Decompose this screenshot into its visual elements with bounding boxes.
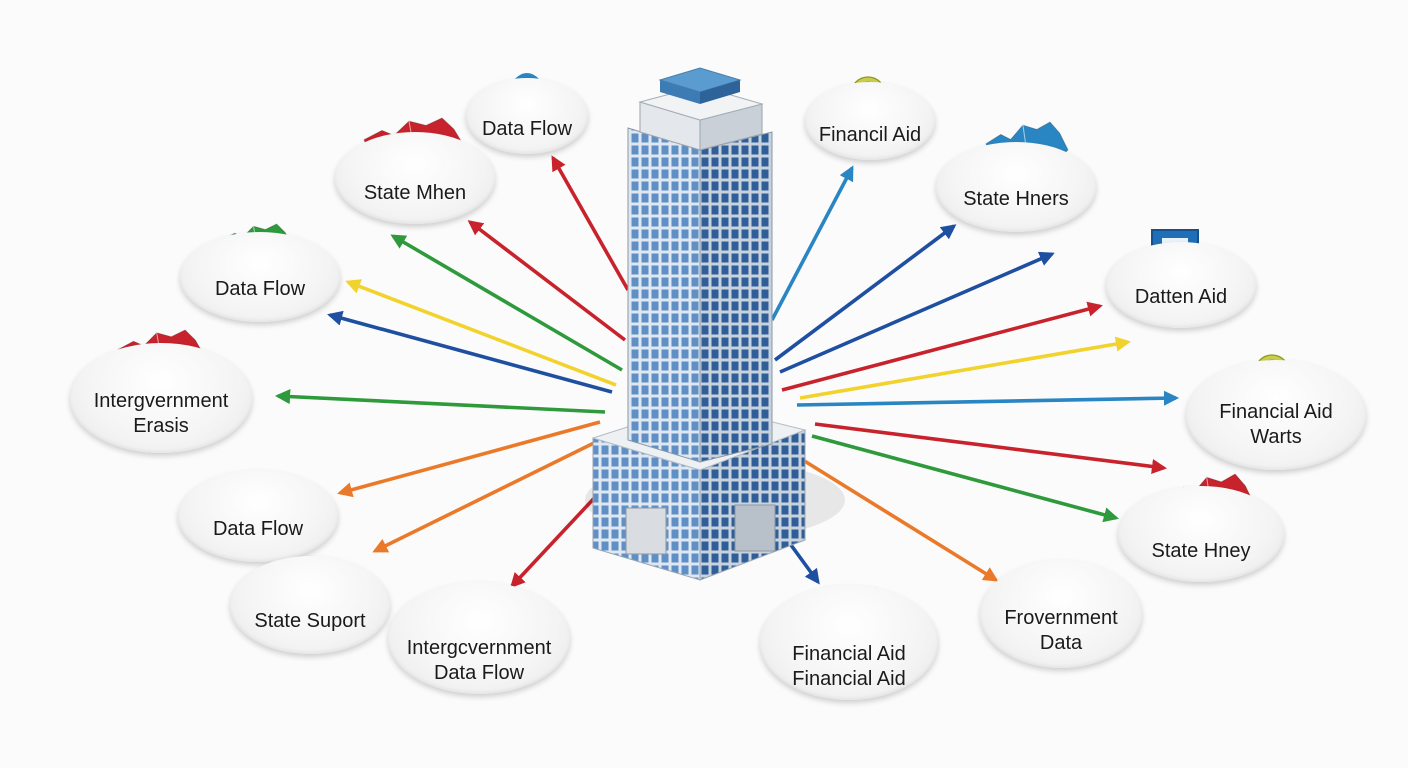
arrow-blue-16 — [779, 251, 1055, 374]
node-financil-aid-top: Financil Aid — [805, 82, 935, 160]
arrow-green-11 — [811, 434, 1119, 523]
arrow-red-12 — [814, 422, 1168, 474]
node-label: Intergvernment — [93, 390, 229, 412]
node-label: Data Flow — [212, 518, 304, 540]
node-label: Financial Aid — [1219, 401, 1333, 423]
node-data-flow-left: Data Flow — [180, 232, 340, 322]
arrow-orange-10 — [789, 450, 999, 582]
node-data-flow-top: Data Flow — [466, 78, 588, 154]
node-provernment-data: Frovernment Data — [980, 560, 1142, 668]
node-financial-aid-warts: Financial Aid Warts — [1186, 360, 1366, 470]
node-intergovernment-erasis: Intergvernment Erasis — [70, 343, 252, 453]
node-label: State Hney — [1151, 540, 1251, 562]
arrow-lightblue-13 — [796, 390, 1180, 407]
node-label: Data — [1039, 632, 1083, 654]
arrow-blue-17 — [773, 224, 957, 362]
node-label: Data Flow — [214, 278, 306, 300]
node-intergovernment-data-flow: Intergcvernment Data Flow — [388, 582, 570, 694]
node-financial-aid-bottom: Financial Aid Financial Aid — [760, 585, 938, 700]
arrow-green-2 — [390, 234, 623, 372]
node-state-hney: State Hney — [1118, 486, 1284, 582]
node-label: Erasis — [133, 415, 189, 437]
arrow-yellow-14 — [799, 336, 1131, 400]
arrow-lightblue-18 — [770, 165, 854, 321]
node-label: Financial Aid — [792, 668, 906, 690]
arrow-green-5 — [274, 389, 606, 414]
node-label: State Mhen — [363, 182, 467, 204]
arrow-red-0 — [551, 155, 630, 291]
headquarters-building — [585, 67, 845, 581]
node-label: Intergcvernment — [406, 637, 552, 659]
arrow-red-15 — [781, 301, 1103, 392]
node-label: Data Flow — [481, 118, 573, 140]
node-data-flow-coins: Data Flow — [178, 470, 338, 562]
node-datten-aid: Datten Aid — [1106, 242, 1256, 328]
node-label: Financil Aid — [818, 124, 922, 146]
arrow-red-1 — [467, 220, 627, 342]
node-label: Financial Aid — [792, 643, 906, 665]
node-state-suport: State Suport — [230, 556, 390, 654]
node-state-hners: State Hners — [936, 142, 1096, 232]
node-label: State Suport — [254, 610, 366, 632]
node-label: Datten Aid — [1134, 286, 1228, 308]
arrow-orange-7 — [372, 438, 601, 553]
node-label: Warts — [1250, 426, 1302, 448]
arrow-yellow-3 — [345, 279, 617, 387]
connection-arrows — [274, 155, 1180, 589]
node-label: State Hners — [963, 188, 1069, 210]
node-label: Data Flow — [433, 662, 525, 684]
node-state-mhen: State Mhen — [335, 132, 495, 224]
arrow-blue-4 — [327, 310, 613, 394]
arrow-orange-6 — [337, 420, 601, 498]
node-label: Frovernment — [1004, 607, 1118, 629]
